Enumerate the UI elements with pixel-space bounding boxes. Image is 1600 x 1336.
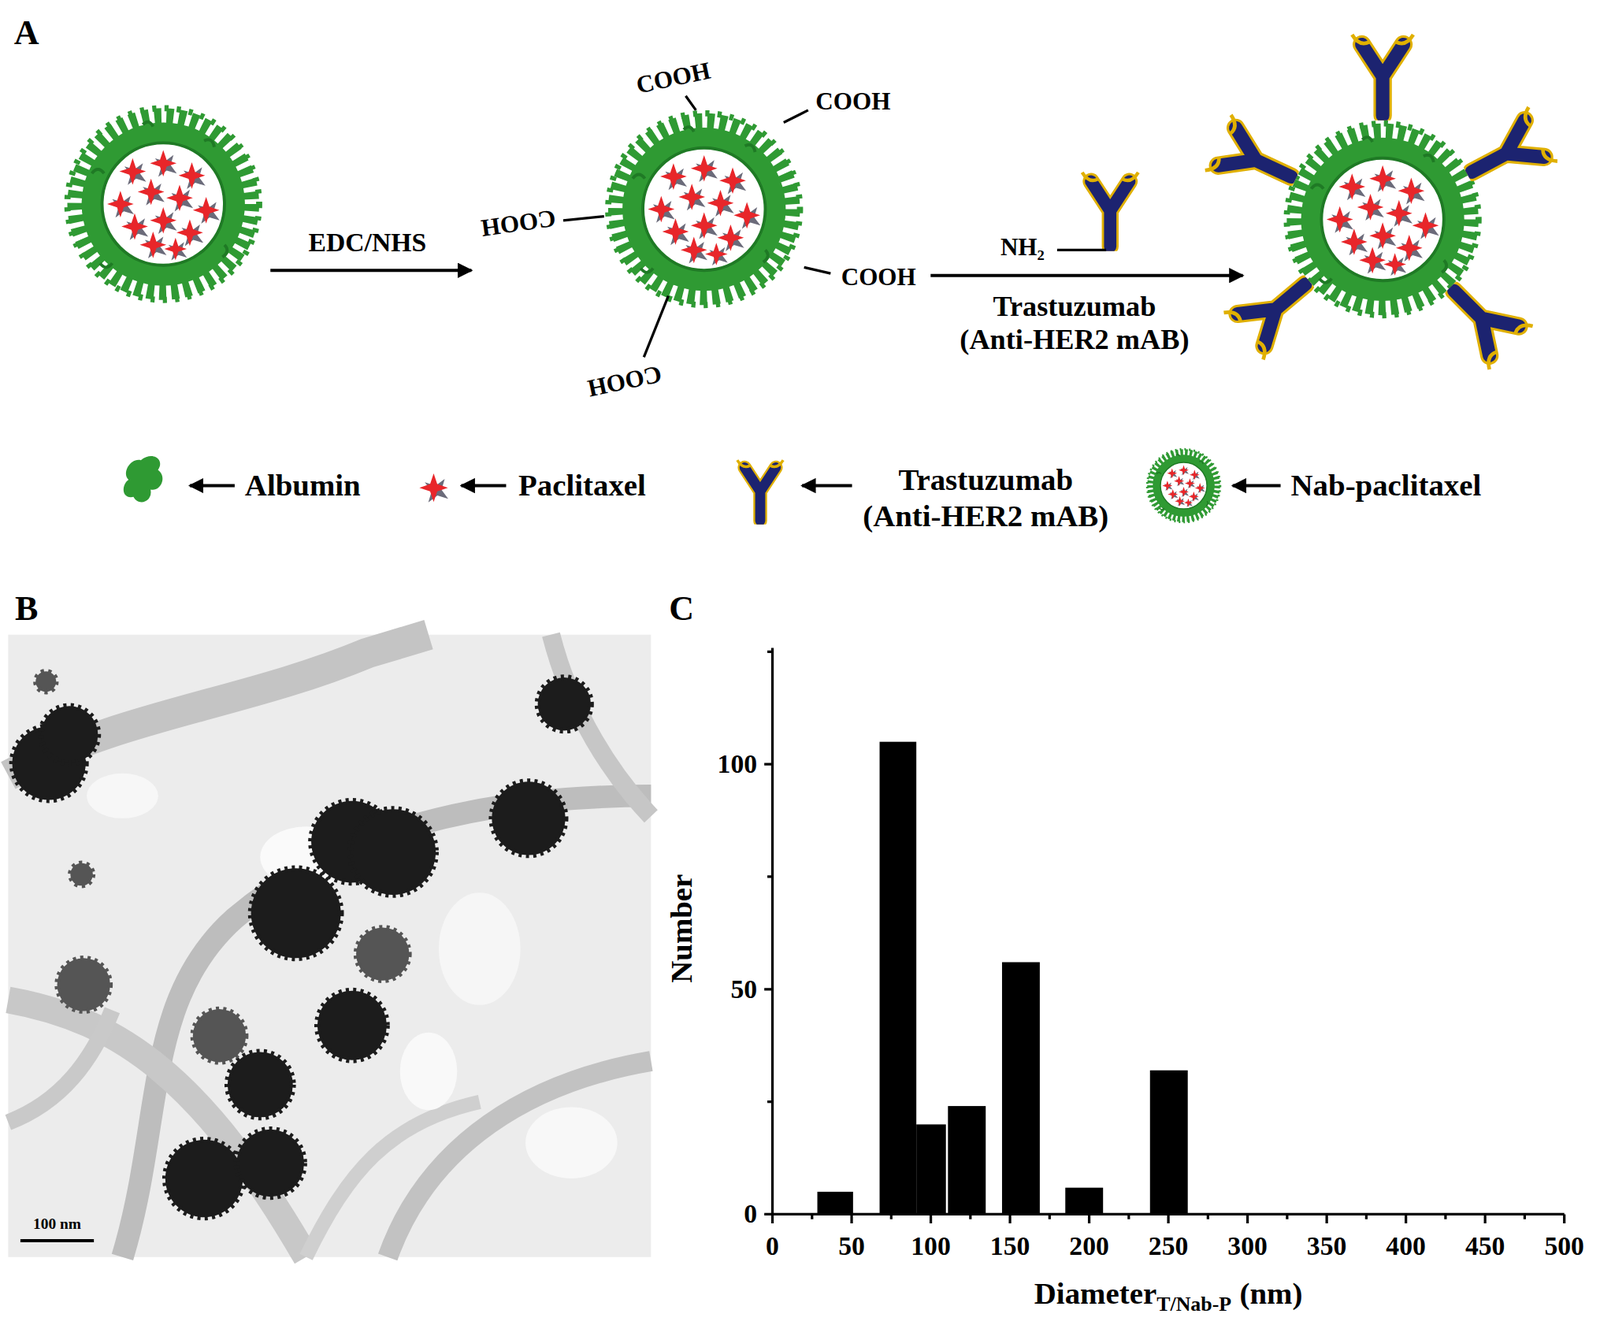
panel-letter: A <box>14 12 40 53</box>
tick-label: 50 <box>730 973 758 1005</box>
tick-label: 500 <box>1544 1231 1585 1263</box>
tick-label: 350 <box>1306 1231 1348 1263</box>
axis-title: DiameterT/Nab-P (nm) <box>1034 1276 1304 1317</box>
group-label: COOH <box>585 359 665 403</box>
reagent-label: Trastuzumab (Anti-HER2 mAB) <box>957 290 1192 357</box>
reaction-arrow <box>270 268 472 272</box>
legend-text: Albumin <box>245 467 361 504</box>
legend-text: Nab-paclitaxel <box>1291 467 1482 504</box>
tick-label: 150 <box>990 1231 1031 1263</box>
antibody-reagent <box>1057 172 1139 250</box>
axis-unit: (nm) <box>1239 1276 1304 1311</box>
group-label: COOH <box>634 56 713 101</box>
legend-text: Trastuzumab (Anti-HER2 mAB) <box>861 462 1111 533</box>
tick-label: 200 <box>1069 1231 1110 1263</box>
tick-label: 400 <box>1385 1231 1426 1263</box>
group-label: COOH <box>478 203 557 242</box>
scale-bar-label: 100 nm <box>33 1215 82 1233</box>
tick-label: 100 <box>717 749 758 780</box>
reagent-label: EDC/NHS <box>308 227 427 259</box>
tick-label: 0 <box>743 1199 758 1230</box>
reaction-arrow <box>930 274 1243 278</box>
group-label: COOH <box>841 263 917 292</box>
group-label: NH₂ <box>1000 233 1045 263</box>
tick-label: 250 <box>1148 1231 1189 1263</box>
axis-title: Number <box>664 874 700 984</box>
tick-label: 450 <box>1465 1231 1506 1263</box>
tick-label: 0 <box>765 1231 780 1263</box>
bar-chart <box>764 648 1564 1225</box>
tick-label: 300 <box>1227 1231 1268 1263</box>
group-label: COOH <box>815 88 891 117</box>
axis-title-main: Diameter <box>1034 1276 1157 1311</box>
tick-label: 100 <box>910 1231 951 1263</box>
tick-label: 50 <box>838 1231 865 1263</box>
axis-title-subscript: T/Nab-P <box>1156 1291 1232 1315</box>
legend-text: Paclitaxel <box>518 467 646 504</box>
tem-image <box>7 634 651 1258</box>
nanoparticle-carboxyl <box>563 96 831 358</box>
panel-letter: C <box>668 588 695 629</box>
nanoparticle-conjugated <box>1205 34 1558 370</box>
panel-letter: B <box>14 588 38 629</box>
nanoparticle-plain <box>66 107 260 301</box>
